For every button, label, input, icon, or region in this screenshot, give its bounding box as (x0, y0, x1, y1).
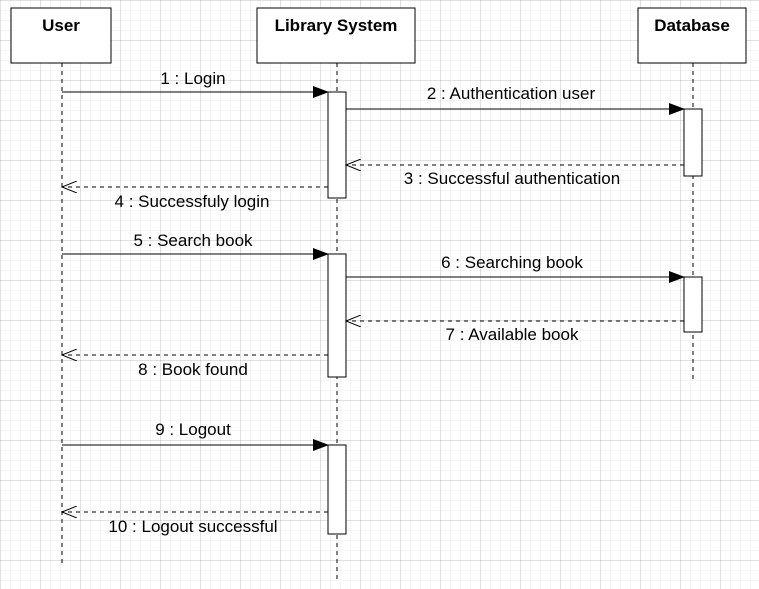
message-1[interactable]: 1 : Login (62, 69, 329, 98)
message-2[interactable]: 2 : Authentication user (346, 84, 685, 115)
message-4-label: 4 : Successfuly login (115, 192, 270, 211)
activation-library-3 (327, 444, 347, 535)
message-10[interactable]: 10 : Logout successful (62, 512, 328, 536)
message-10-label: 10 : Logout successful (108, 517, 277, 536)
participant-database[interactable]: Database (637, 7, 747, 64)
message-8-label: 8 : Book found (138, 360, 248, 379)
message-8[interactable]: 8 : Book found (62, 355, 328, 379)
message-5[interactable]: 5 : Search book (62, 231, 329, 260)
participant-library-system[interactable]: Library System (256, 7, 416, 64)
activation-database-2 (683, 276, 703, 333)
message-4[interactable]: 4 : Successfuly login (62, 187, 328, 211)
participant-user-label: User (42, 16, 80, 35)
message-9[interactable]: 9 : Logout (62, 420, 329, 451)
message-6-label: 6 : Searching book (441, 253, 583, 272)
participant-user[interactable]: User (10, 7, 112, 64)
message-2-label: 2 : Authentication user (427, 84, 596, 103)
message-5-label: 5 : Search book (133, 231, 253, 250)
message-3[interactable]: 3 : Successful authentication (346, 165, 684, 188)
message-1-label: 1 : Login (160, 69, 225, 88)
message-7-label: 7 : Available book (446, 325, 579, 344)
activation-database-1 (683, 108, 703, 177)
message-6[interactable]: 6 : Searching book (346, 253, 685, 283)
message-3-label: 3 : Successful authentication (404, 169, 620, 188)
participant-database-label: Database (654, 16, 730, 35)
participant-library-system-label: Library System (275, 16, 398, 35)
activation-library-1 (327, 91, 347, 199)
message-9-label: 9 : Logout (155, 420, 231, 439)
message-7[interactable]: 7 : Available book (346, 321, 684, 344)
activation-library-2 (327, 253, 347, 378)
